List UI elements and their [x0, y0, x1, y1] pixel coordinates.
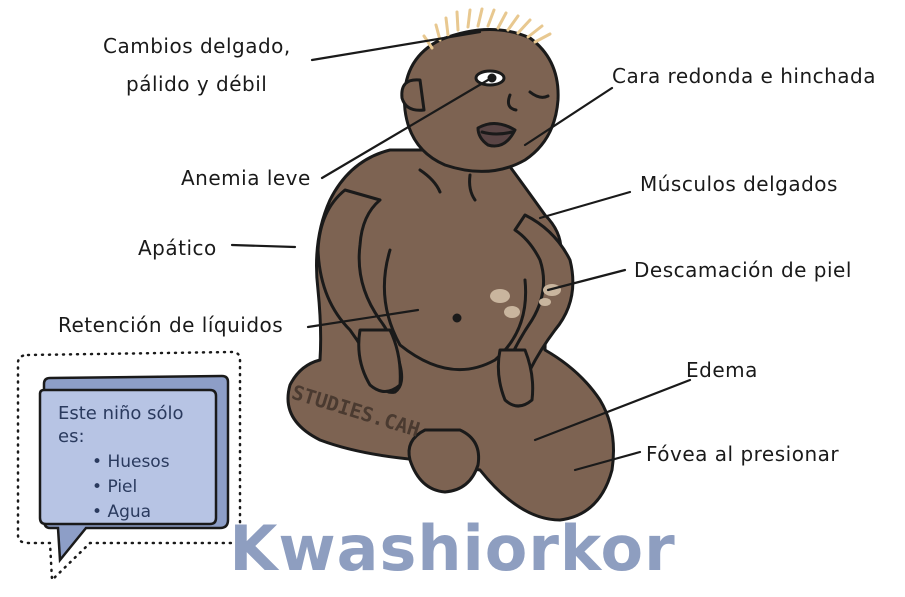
- page-title: Kwashiorkor: [229, 512, 676, 585]
- label-edema: Edema: [686, 358, 758, 382]
- label-cara: Cara redonda e hinchada: [612, 64, 877, 88]
- left-foot: [407, 428, 481, 494]
- line-edema: [533, 378, 692, 442]
- label-fovea: Fóvea al presionar: [646, 442, 840, 466]
- line-musculos: [538, 190, 632, 220]
- label-cambios-line1: Cambios delgado,: [103, 34, 291, 58]
- label-anemia: Anemia leve: [181, 166, 311, 190]
- child-head: [402, 28, 560, 173]
- eye-right: [528, 90, 550, 99]
- belly: [382, 248, 528, 372]
- right-hand: [496, 348, 535, 408]
- line-cambios: [310, 30, 482, 62]
- line-apatico: [230, 243, 297, 249]
- line-cara: [523, 86, 614, 147]
- line-fovea: [573, 450, 642, 472]
- bubble-intro-line1: Este niño sólo: [58, 403, 184, 424]
- bubble-card: [38, 388, 218, 526]
- label-apatico: Apático: [138, 236, 217, 260]
- label-retencion: Retención de líquidos: [58, 313, 284, 337]
- eye-pupil: [487, 73, 497, 83]
- ear: [400, 78, 426, 112]
- label-descamacion: Descamación de piel: [634, 258, 852, 282]
- left-hand: [357, 328, 402, 393]
- line-descamacion: [546, 268, 627, 292]
- hair: [422, 7, 552, 50]
- label-cambios-line2: pálido y débil: [126, 72, 268, 96]
- nose: [507, 93, 518, 112]
- label-musculos: Músculos delgados: [640, 172, 838, 196]
- bubble-intro-line2: es:: [58, 426, 85, 447]
- navel: [452, 313, 462, 323]
- bubble-item-huesos: • Huesos: [92, 452, 170, 472]
- line-retencion: [306, 308, 420, 329]
- bubble-item-piel: • Piel: [92, 477, 138, 497]
- bubble-item-agua: • Agua: [92, 502, 152, 522]
- line-anemia: [320, 78, 490, 180]
